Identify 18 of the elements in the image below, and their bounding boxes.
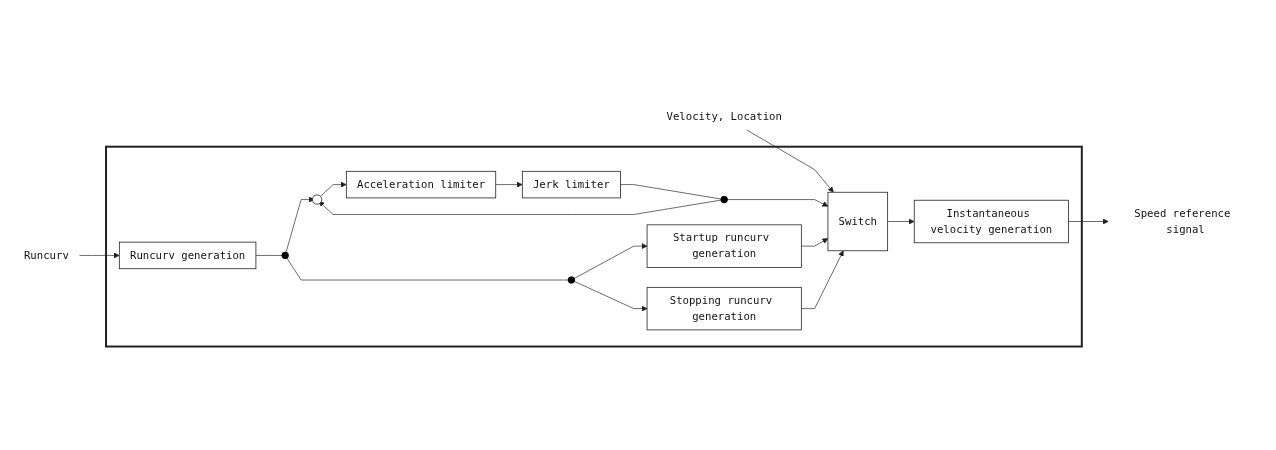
node-circle xyxy=(720,195,728,204)
node-box: Acceleration limiter xyxy=(345,170,497,199)
node-box: Jerk limiter xyxy=(521,170,621,199)
connector xyxy=(286,257,570,281)
node-circle xyxy=(281,251,289,260)
node-text: Runcurv xyxy=(23,248,69,262)
node-circle xyxy=(567,276,576,284)
node-circle xyxy=(312,194,323,205)
node-box: Instantaneous velocity generation xyxy=(913,199,1069,244)
node-box: Runcurv generation xyxy=(118,241,257,270)
node-box: Stopping runcurv generation xyxy=(646,286,802,331)
node-box: Startup runcurv generation xyxy=(646,224,802,268)
node-box: Switch xyxy=(827,191,889,252)
cluster xyxy=(105,145,1083,348)
connector xyxy=(620,184,722,200)
node-text: Speed reference signal xyxy=(1134,206,1231,236)
connector xyxy=(255,255,283,256)
node-text: Velocity, Location xyxy=(666,110,782,123)
